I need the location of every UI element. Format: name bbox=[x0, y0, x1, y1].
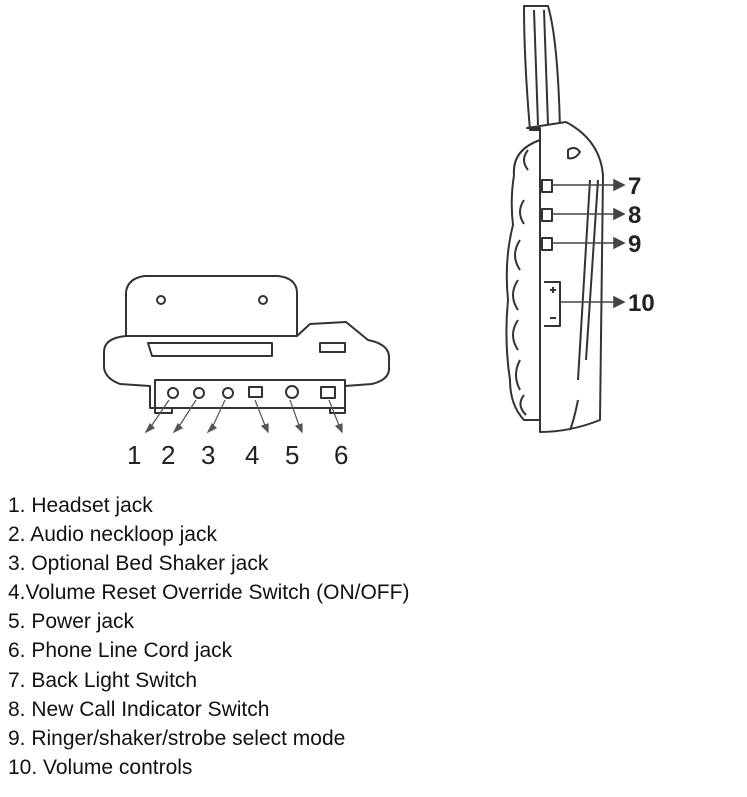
callout-5: 5 bbox=[285, 440, 299, 470]
callout-6: 6 bbox=[334, 440, 348, 470]
phone-back-view-illustration bbox=[103, 275, 390, 414]
legend-item-back-light-switch: 7. Back Light Switch bbox=[8, 668, 198, 692]
callout-2: 2 bbox=[161, 440, 175, 470]
callout-4: 4 bbox=[245, 440, 259, 470]
legend-item-power-jack: 5. Power jack bbox=[8, 610, 135, 634]
phone-diagram: 1 2 3 4 5 6 bbox=[103, 5, 655, 470]
back-view-leader-lines bbox=[144, 399, 343, 434]
legend-item-volume-reset-switch: 4.Volume Reset Override Switch (ON/OFF) bbox=[8, 581, 410, 605]
legend-item-bed-shaker-jack: 3. Optional Bed Shaker jack bbox=[8, 552, 269, 576]
legend-item-headset-jack: 1. Headset jack bbox=[8, 494, 153, 517]
legend-item-ringer-select-mode: 9. Ringer/shaker/strobe select mode bbox=[8, 726, 346, 750]
legend-item-new-call-indicator-switch: 8. New Call Indicator Switch bbox=[8, 697, 270, 721]
callout-10: 10 bbox=[628, 290, 655, 317]
callout-7: 7 bbox=[628, 173, 641, 200]
callout-8: 8 bbox=[628, 202, 641, 229]
callout-9: 9 bbox=[628, 231, 641, 258]
side-view-leader-lines bbox=[552, 178, 626, 309]
callout-3: 3 bbox=[201, 440, 215, 470]
phone-side-view-illustration bbox=[505, 5, 604, 433]
callout-1: 1 bbox=[127, 440, 141, 470]
legend-item-volume-controls: 10. Volume controls bbox=[8, 755, 193, 779]
legend-item-audio-neckloop-jack: 2. Audio neckloop jack bbox=[8, 523, 217, 547]
legend-list: 1. Headset jack 2. Audio neckloop jack 3… bbox=[8, 491, 409, 782]
legend-item-phone-line-jack: 6. Phone Line Cord jack bbox=[8, 639, 233, 663]
